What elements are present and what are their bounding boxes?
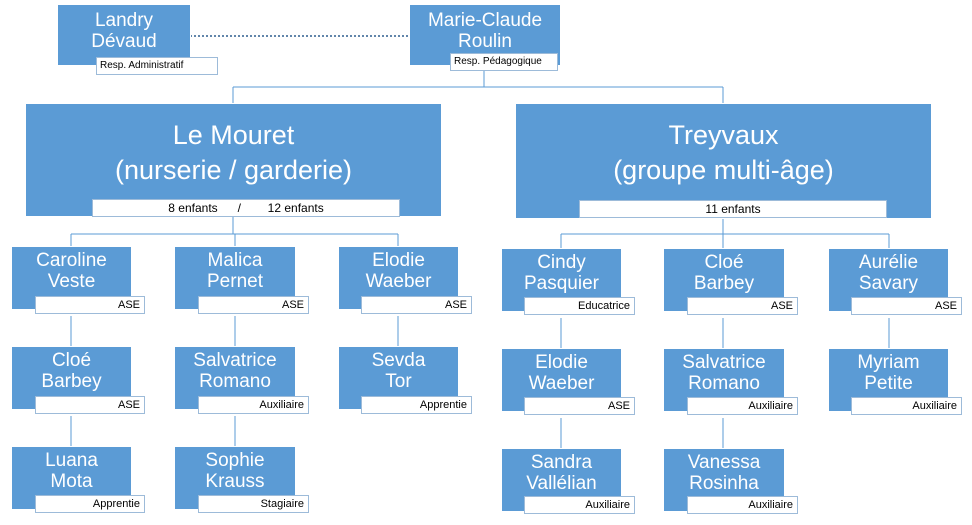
site-name: Le Mouret (nurserie / garderie) (114, 120, 353, 186)
role-badge: Auxiliaire (687, 397, 798, 415)
site-box-treyvaux: Treyvaux (groupe multi-âge) (515, 103, 932, 219)
site-box-mouret: Le Mouret (nurserie / garderie) (25, 103, 442, 217)
role-badge: Auxiliaire (198, 396, 309, 414)
person-name: Cindy Pasquier (524, 252, 599, 295)
role-badge-pedago: Resp. Pédagogique (450, 53, 558, 71)
role-badge-admin: Resp. Administratif (96, 57, 218, 75)
person-name: Malica Pernet (207, 250, 263, 293)
role-badge: Apprentie (361, 396, 472, 414)
role-badge: ASE (35, 396, 145, 414)
person-name: Marie-Claude Roulin (427, 10, 543, 53)
person-name: Caroline Veste (36, 250, 107, 293)
person-box: Vanessa Rosinha (663, 448, 785, 512)
site-name: Treyvaux (groupe multi-âge) (613, 120, 834, 186)
role-badge: ASE (524, 397, 635, 415)
role-badge: ASE (687, 297, 798, 315)
role-badge: Educatrice (524, 297, 635, 315)
person-name: Elodie Waeber (528, 352, 595, 395)
role-badge: ASE (851, 297, 962, 315)
role-badge: Auxiliaire (687, 496, 798, 514)
site-caption-treyvaux: 11 enfants (579, 200, 887, 218)
site-caption-mouret: 8 enfants / 12 enfants (92, 199, 400, 217)
person-name: Luana Mota (45, 450, 98, 493)
person-name: Elodie Waeber (365, 250, 432, 293)
person-name: Salvatrice Romano (682, 352, 766, 395)
role-badge: Auxiliaire (851, 397, 962, 415)
role-badge: ASE (35, 296, 145, 314)
person-name: Sophie Krauss (205, 450, 265, 493)
person-name: Sevda Tor (371, 350, 426, 393)
person-name: Salvatrice Romano (193, 350, 277, 393)
role-badge: Stagiaire (198, 495, 309, 513)
person-name: Aurélie Savary (858, 252, 919, 295)
person-name: Cloé Barbey (693, 252, 755, 295)
person-box: Myriam Petite (828, 348, 949, 412)
role-badge: ASE (198, 296, 309, 314)
person-box-admin: Landry Dévaud (57, 4, 191, 66)
person-name: Sandra Vallélian (526, 452, 597, 495)
role-badge: Apprentie (35, 495, 145, 513)
person-name: Cloé Barbey (41, 350, 102, 393)
role-badge: ASE (361, 296, 472, 314)
person-name: Myriam Petite (857, 352, 920, 395)
role-badge: Auxiliaire (524, 496, 635, 514)
person-box-pedago: Marie-Claude Roulin (409, 4, 561, 66)
person-name: Landry Dévaud (91, 10, 157, 53)
person-name: Vanessa Rosinha (687, 452, 761, 495)
